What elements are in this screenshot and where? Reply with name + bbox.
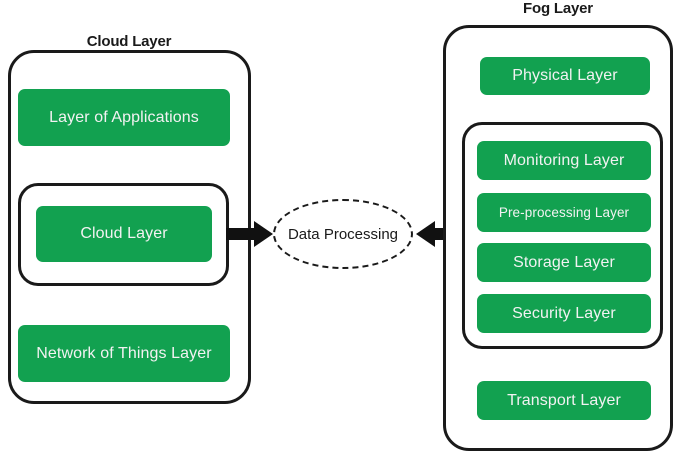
chip-physical-layer[interactable]: Physical Layer <box>480 57 650 95</box>
chip-security-layer[interactable]: Security Layer <box>477 294 651 333</box>
chip-monitoring-layer[interactable]: Monitoring Layer <box>477 141 651 180</box>
chip-layer-of-applications[interactable]: Layer of Applications <box>18 89 230 146</box>
arrow-cloud-to-processing-icon <box>226 221 273 247</box>
chip-cloud-layer[interactable]: Cloud Layer <box>36 206 212 262</box>
chip-transport-layer[interactable]: Transport Layer <box>477 381 651 420</box>
data-processing-node[interactable]: Data Processing <box>273 199 413 269</box>
arrow-fog-to-processing-icon <box>416 221 463 247</box>
chip-network-of-things-layer[interactable]: Network of Things Layer <box>18 325 230 382</box>
chip-pre-processing-layer[interactable]: Pre-processing Layer <box>477 193 651 232</box>
cloud-layer-title: Cloud Layer <box>86 33 172 50</box>
fog-layer-title: Fog Layer <box>523 0 593 17</box>
chip-storage-layer[interactable]: Storage Layer <box>477 243 651 282</box>
